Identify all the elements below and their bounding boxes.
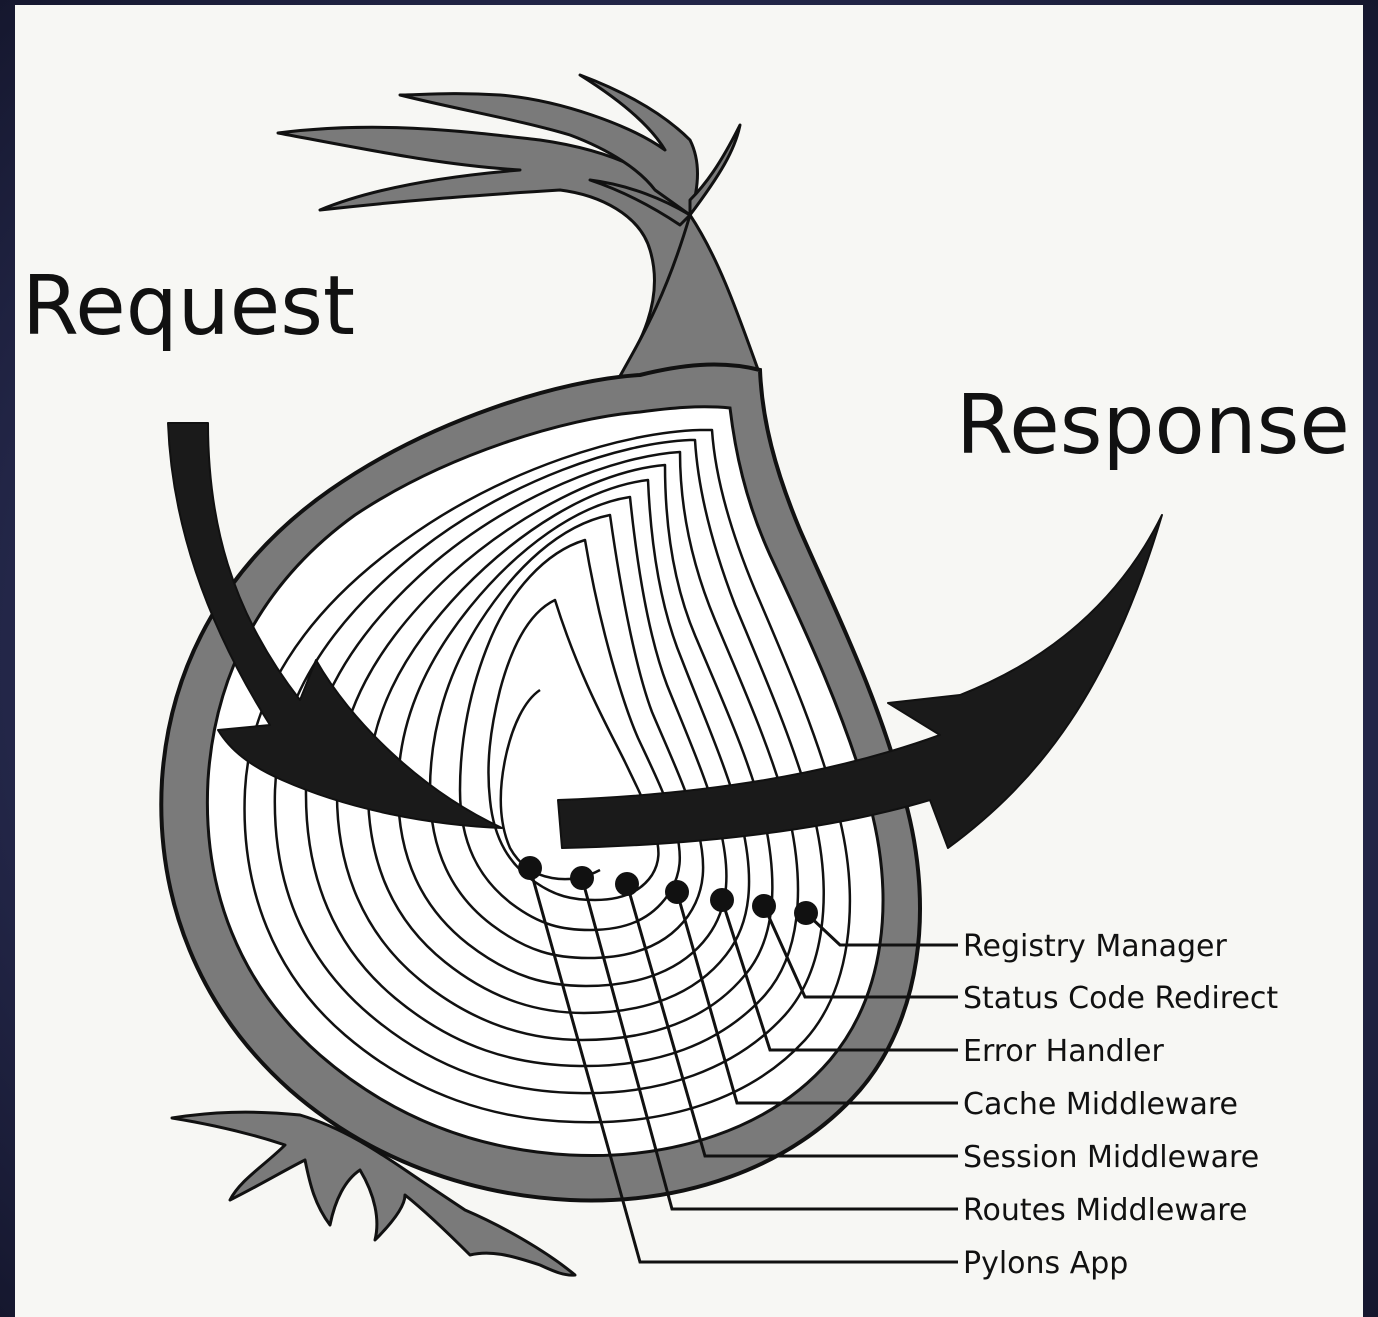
layer-dot-session-middleware <box>615 872 639 896</box>
layer-label-session-middleware: Session Middleware <box>963 1140 1259 1175</box>
response-label: Response <box>956 378 1350 473</box>
layer-label-status-code-redirect: Status Code Redirect <box>963 981 1278 1016</box>
layer-dot-routes-middleware <box>570 866 594 890</box>
layer-label-error-handler: Error Handler <box>963 1034 1164 1069</box>
layer-label-cache-middleware: Cache Middleware <box>963 1087 1238 1122</box>
layer-dot-error-handler <box>710 888 734 912</box>
layer-dot-status-code-redirect <box>752 894 776 918</box>
layer-dot-registry-manager <box>794 901 818 925</box>
layer-label-pylons-app: Pylons App <box>963 1246 1128 1281</box>
layer-label-routes-middleware: Routes Middleware <box>963 1193 1247 1228</box>
request-label: Request <box>22 259 355 354</box>
layer-dot-cache-middleware <box>665 880 689 904</box>
layer-label-registry-manager: Registry Manager <box>963 929 1228 964</box>
layer-dot-pylons-app <box>518 856 542 880</box>
